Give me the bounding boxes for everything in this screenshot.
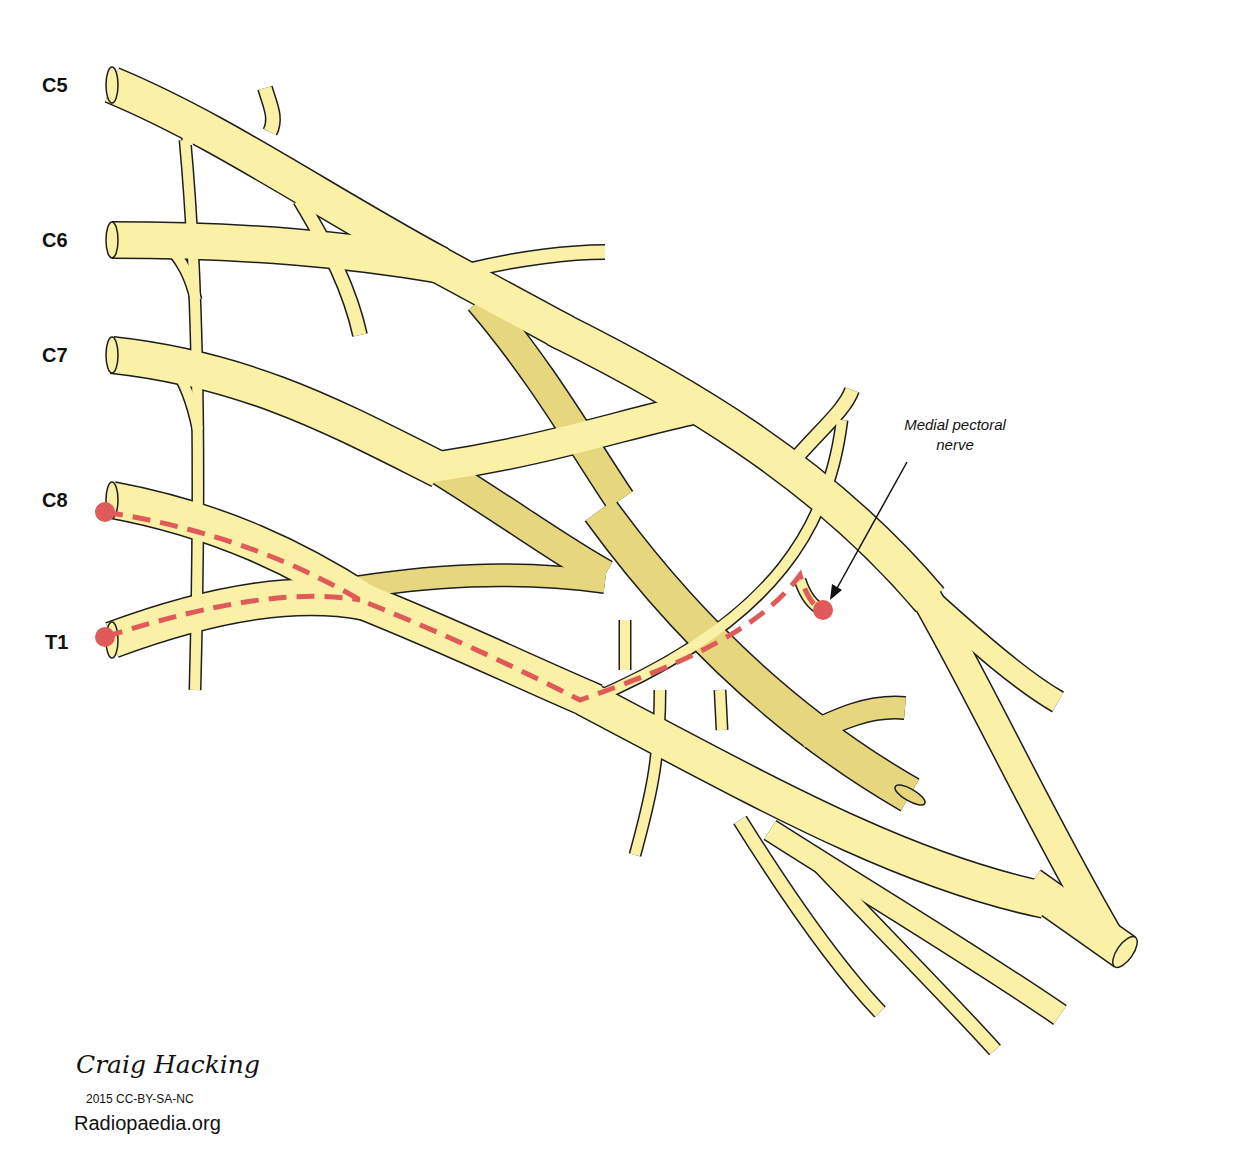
leader-line: [836, 462, 907, 590]
nerve: [619, 620, 632, 670]
nerve: [440, 470, 605, 575]
nerve: [555, 328, 930, 600]
nerve-callout: Medial pectoral nerve: [890, 415, 1020, 454]
nerve: [265, 88, 273, 132]
nerve: [800, 708, 905, 738]
nerve: [112, 597, 365, 640]
author-signature: Craig Hacking: [76, 1050, 260, 1079]
nerve: [112, 355, 440, 470]
license-text: 2015 CC-BY-SA-NC: [86, 1092, 194, 1106]
nerve: [112, 85, 440, 265]
nerve: [112, 240, 440, 265]
root-ends: [106, 67, 1142, 971]
nerve-outlines: [112, 85, 1125, 1050]
nerve: [620, 620, 630, 670]
nerve-end: [892, 781, 927, 808]
nerve: [470, 252, 605, 270]
nerve-end: [1108, 933, 1142, 972]
nerve: [112, 355, 440, 470]
nerve-fills: [112, 85, 1125, 1050]
nerve: [340, 575, 605, 590]
root-end: [106, 67, 118, 103]
red-dot: [95, 502, 115, 522]
pathway-dots: [95, 502, 833, 647]
nerve: [430, 260, 565, 333]
root-label: T1: [45, 631, 68, 654]
nerve: [112, 85, 440, 265]
arrowhead: [830, 584, 842, 600]
nerve: [720, 690, 722, 730]
source-website: Radiopaedia.org: [74, 1112, 221, 1135]
fibre-pathway: [105, 512, 822, 700]
division-nerves: [430, 300, 1110, 940]
root-label: C8: [42, 489, 68, 512]
nerve: [1030, 885, 1125, 952]
nerve: [470, 252, 605, 270]
nerve: [112, 240, 440, 265]
root-end: [106, 222, 118, 258]
red-dot: [813, 600, 833, 620]
root-end: [106, 337, 118, 373]
leader-arrow: [830, 462, 907, 600]
nerve: [265, 88, 273, 132]
root-label: C6: [42, 229, 68, 252]
nerve: [112, 597, 365, 640]
nerve: [440, 470, 605, 575]
thick-nerves: [112, 85, 1125, 952]
root-label: C5: [42, 74, 68, 97]
nerve: [430, 410, 690, 468]
dashed-route: [105, 596, 360, 637]
nerve: [340, 575, 605, 590]
red-dot: [95, 627, 115, 647]
nerve: [720, 690, 722, 730]
anterior-fills: [112, 85, 1125, 1050]
root-label: C7: [42, 344, 68, 367]
dashed-route: [105, 512, 822, 700]
nerve: [585, 698, 1045, 900]
